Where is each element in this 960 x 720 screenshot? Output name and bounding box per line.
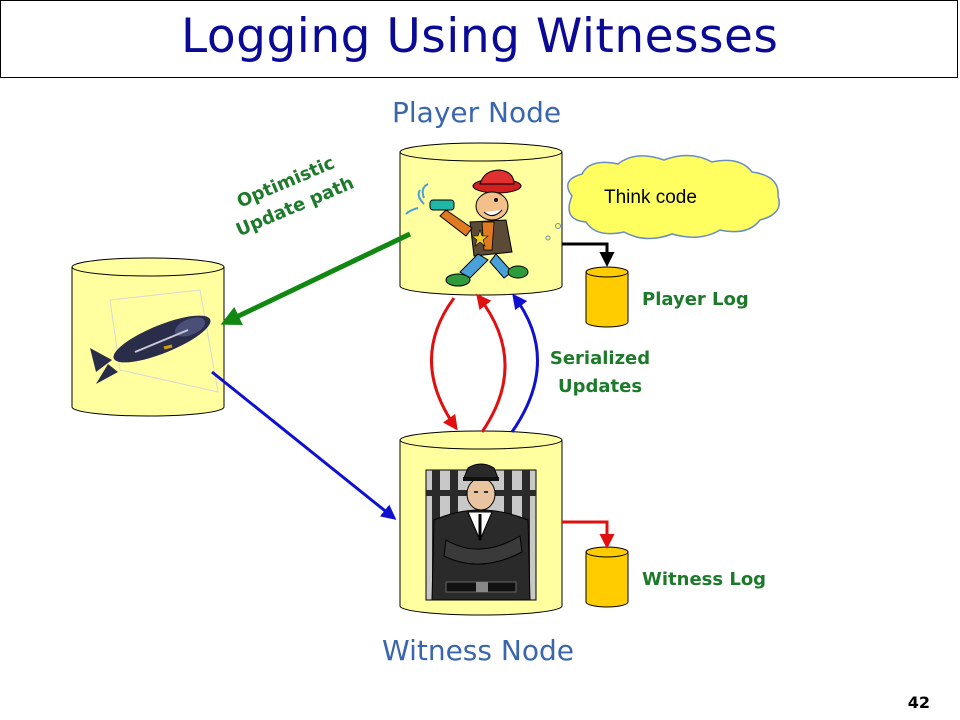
serialized-updates-label: Serialized Updates [538,345,662,401]
serialized-line-1: Serialized [549,348,651,369]
serialized-line-2: Updates [557,376,643,397]
player-log-label: Player Log [642,289,749,310]
left-node-cylinder [71,257,225,417]
player-node-label: Player Node [392,96,562,129]
torpedo-icon [90,289,219,393]
title-bar: Logging Using Witnesses [0,0,958,78]
police-officer-icon [425,463,537,601]
witness-log-arrow [562,520,615,549]
player-node-cylinder [399,142,563,296]
optimistic-update-arrow [220,231,412,325]
witness-log-cylinder [585,546,629,608]
think-cloud [545,154,780,241]
slide-title: Logging Using Witnesses [181,9,779,64]
page-number: 42 [907,693,930,712]
witness-node-cylinder [399,430,563,616]
player-log-cylinder [585,266,629,328]
witness-to-player-arrow [476,293,507,433]
serialized-update-arrow [510,293,539,433]
running-cowboy-icon [405,169,529,287]
think-code-label: Think code [604,187,697,208]
player-log-arrow [562,242,615,267]
player-to-witness-arrow [430,297,458,431]
left-to-witness-arrow [211,370,397,520]
witness-node-label: Witness Node [382,634,574,667]
witness-log-label: Witness Log [642,569,767,590]
